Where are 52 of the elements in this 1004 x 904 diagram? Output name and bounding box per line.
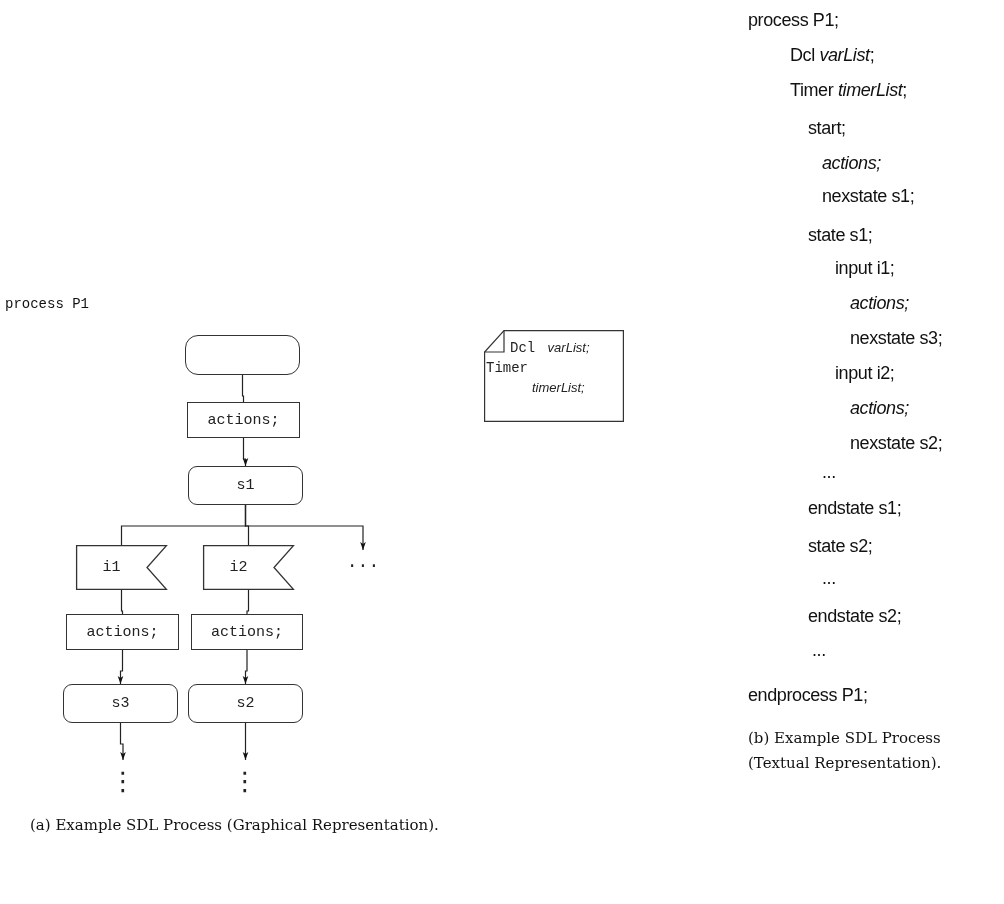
code-line: endstate s2; <box>808 606 902 627</box>
code-line: actions; <box>850 398 909 419</box>
node-label: actions; <box>211 623 283 641</box>
code-line: ... <box>822 568 836 589</box>
node-label: actions; <box>86 623 159 641</box>
node-label: i1 <box>102 559 121 576</box>
code-line: Dcl varList; <box>790 45 875 66</box>
declaration-text: Dcl varList; <box>509 339 590 358</box>
code-line: actions; <box>822 153 881 174</box>
code-line: state s2; <box>808 536 873 557</box>
node-label: actions; <box>207 411 280 429</box>
task-box <box>66 614 179 650</box>
code-line: endprocess P1; <box>748 685 868 706</box>
code-line: ... <box>812 640 826 661</box>
state-box <box>188 684 303 723</box>
node-label: s1 <box>236 477 255 494</box>
code-line: input i1; <box>835 258 895 279</box>
process-name: process P1 <box>5 296 89 312</box>
arrow <box>242 437 249 467</box>
arrow <box>117 649 124 685</box>
figure-caption: (a) Example SDL Process (Graphical Representation). <box>30 816 439 834</box>
node-label: s2 <box>236 695 255 712</box>
ellipsis-text: ... <box>346 552 380 572</box>
start-symbol <box>185 335 300 375</box>
code-line: input i2; <box>835 363 895 384</box>
connector-line <box>246 589 250 615</box>
code-line: nexstate s3; <box>850 328 943 349</box>
code-line: endstate s1; <box>808 498 902 519</box>
arrow <box>244 504 366 551</box>
code-line: ... <box>822 462 836 483</box>
code-line: process P1; <box>748 10 839 31</box>
code-line: actions; <box>850 293 909 314</box>
state-box <box>188 466 303 505</box>
node-label: s3 <box>111 695 130 712</box>
task-box <box>187 402 300 438</box>
task-box <box>191 614 303 650</box>
arrow <box>242 722 249 761</box>
code-line: state s1; <box>808 225 873 246</box>
ellipsis-text: ⋮ <box>232 766 258 796</box>
code-line: nexstate s1; <box>822 186 915 207</box>
code-line: start; <box>808 118 846 139</box>
connector-line <box>241 374 245 403</box>
state-box <box>63 684 178 723</box>
arrow <box>242 649 249 685</box>
ellipsis-text: ⋮ <box>110 766 136 796</box>
connector-line <box>120 589 124 615</box>
declaration-text: Timer timerList; <box>486 359 585 397</box>
code-line: nexstate s2; <box>850 433 943 454</box>
figure-caption: (b) Example SDL Process (Textual Representation). <box>748 728 943 774</box>
code-line: Timer timerList; <box>790 80 907 101</box>
arrow <box>119 722 126 761</box>
node-label: i2 <box>229 559 248 576</box>
